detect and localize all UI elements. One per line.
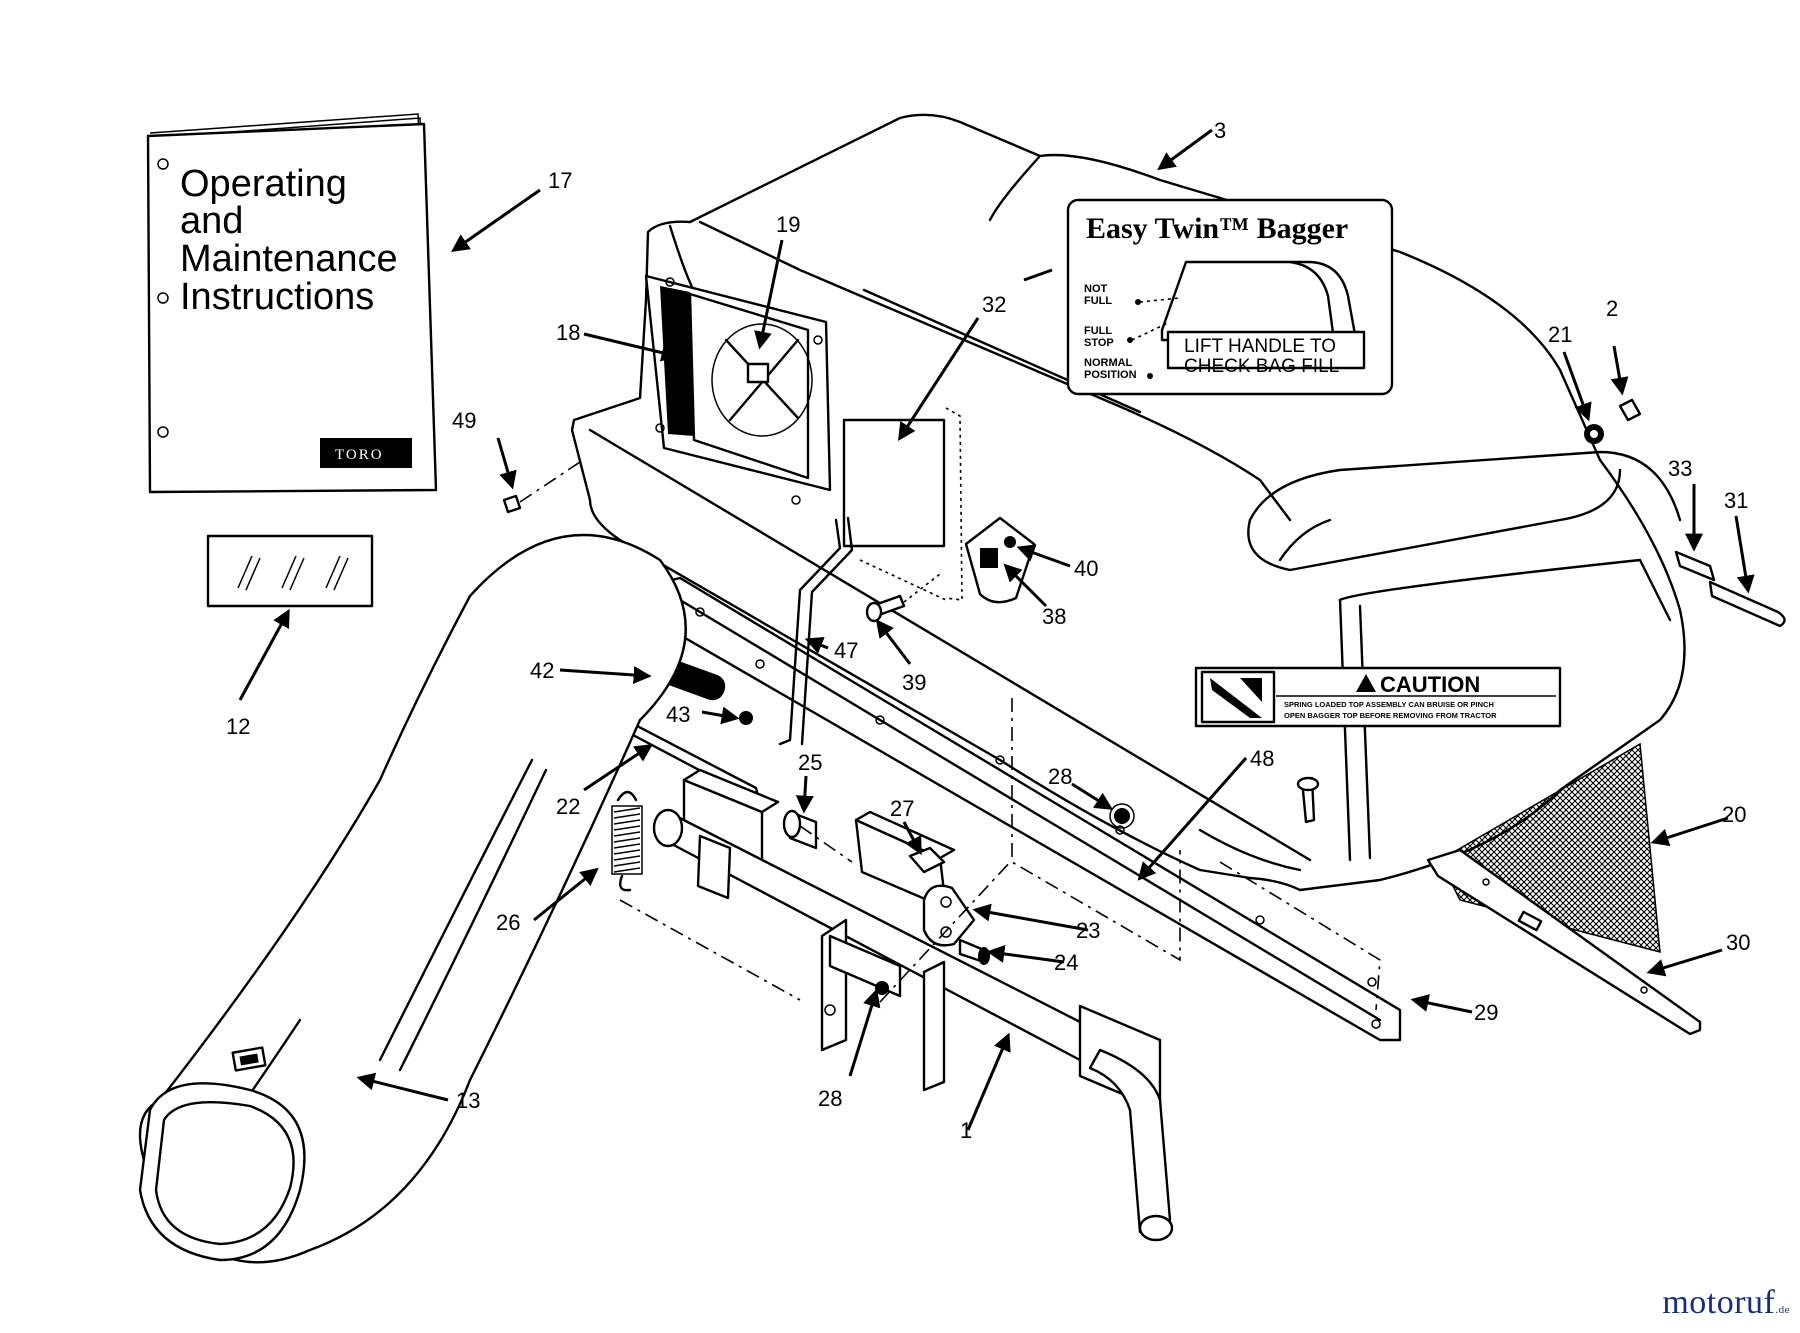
caution-heading: CAUTION [1380,672,1480,697]
callout-22: 22 [556,794,580,819]
manual-title-line2: and [180,200,243,242]
callout-13: 13 [456,1088,480,1113]
manual-title-line4: Instructions [180,276,374,318]
manual-title-line1: Operating [180,163,347,205]
side-rail-30 [1426,848,1702,1036]
callout-48: 48 [1250,746,1274,771]
callout-32: 32 [982,292,1006,317]
nut-43 [739,711,753,725]
decal-title: Easy Twin™ Bagger [1086,212,1348,245]
callout-24: 24 [1054,950,1078,975]
watermark-suffix: .de [1775,1304,1790,1316]
decal-not-full-1: NOT [1084,283,1108,295]
decal-normal-2: POSITION [1084,369,1137,381]
manual-title-line3: Maintenance [180,238,398,280]
callout-3: 3 [1214,118,1226,143]
callout-43: 43 [666,702,690,727]
decal-lift-line1: LIFT HANDLE TO [1184,336,1336,357]
callout-42: 42 [530,658,554,683]
callout-numbers: 17 3 19 18 32 49 12 2 21 33 31 40 38 39 … [226,118,1750,1143]
operating-manual: Operating and Maintenance Instructions T… [146,113,438,494]
lever-47 [778,518,842,746]
callout-20: 20 [1722,802,1746,827]
callout-1: 1 [960,1118,972,1143]
callout-27: 27 [890,796,914,821]
toro-brand-text: TORO [335,447,384,463]
callout-21: 21 [1548,322,1572,347]
decal-lift-line2: CHECK BAG FILL [1184,356,1339,377]
callout-28: 28 [1048,764,1072,789]
callout-23: 23 [1076,918,1100,943]
callout-38: 38 [1042,604,1066,629]
callout-49: 49 [452,408,476,433]
decal-full-stop-2: STOP [1084,337,1114,349]
bracket-assembly [619,768,1174,1242]
callout-33: 33 [1668,456,1692,481]
callout-29: 29 [1474,1000,1498,1025]
callout-17: 17 [548,168,572,193]
callout-25: 25 [798,750,822,775]
callout-31: 31 [1724,488,1748,513]
chute-opening [644,274,832,505]
watermark-text: motoruf [1662,1284,1776,1321]
callout-26: 26 [496,910,520,935]
caution-decal: CAUTION SPRING LOADED TOP ASSEMBLY CAN B… [1194,666,1562,728]
callout-12: 12 [226,714,250,739]
decal-full-stop-1: FULL [1084,325,1112,337]
callout-arrows [238,128,1755,1131]
watermark-logo: motoruf.de [1662,1284,1790,1322]
decal-normal-1: NORMAL [1084,357,1133,369]
callout-28b: 28 [818,1086,842,1111]
chute-tube-13 [138,533,687,1264]
callout-18: 18 [556,320,580,345]
window-decal-12 [206,534,374,608]
caution-line2: OPEN BAGGER TOP BEFORE REMOVING FROM TRA… [1284,711,1497,720]
callout-19: 19 [776,212,800,237]
toro-brand-box [320,438,412,468]
callout-47: 47 [834,638,858,663]
callout-30: 30 [1726,930,1750,955]
callout-40: 40 [1074,556,1098,581]
callout-2: 2 [1606,296,1618,321]
decal-not-full-2: FULL [1084,295,1112,307]
side-plate-32 [842,418,946,548]
callout-39: 39 [902,670,926,695]
easy-twin-decal: Easy Twin™ Bagger LIFT HANDLE TO CHECK B… [1066,198,1394,396]
caution-line1: SPRING LOADED TOP ASSEMBLY CAN BRUISE OR… [1284,700,1494,709]
spring-26 [611,790,643,892]
